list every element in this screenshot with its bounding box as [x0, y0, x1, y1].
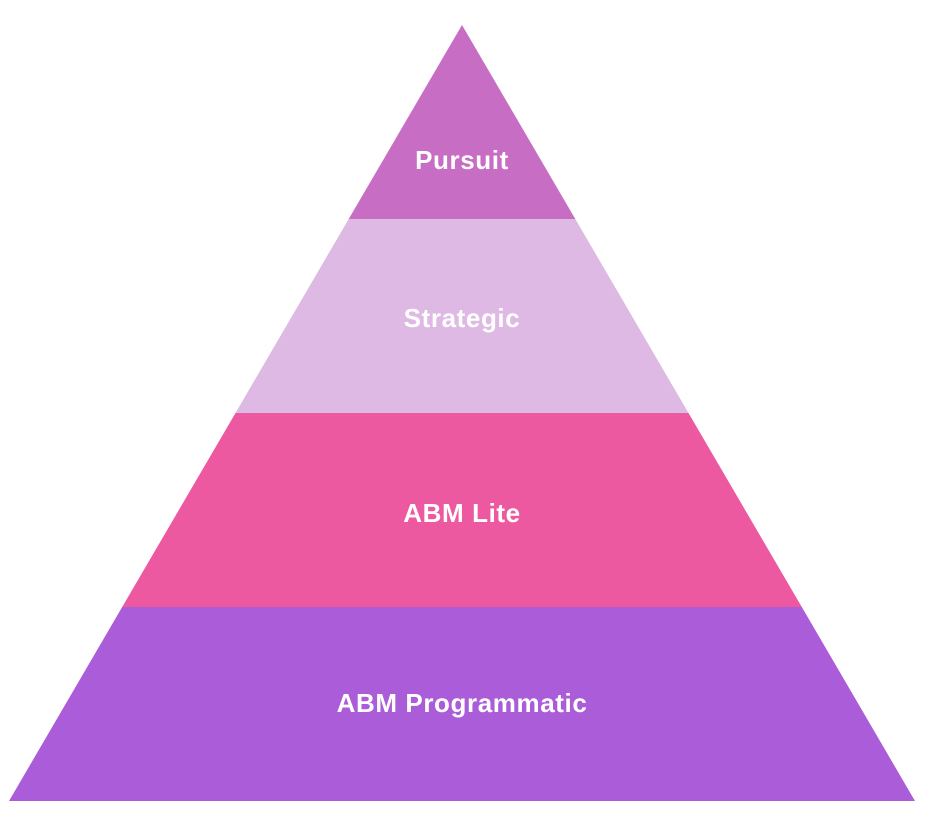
tier-label-pursuit: Pursuit — [415, 145, 509, 175]
tier-label-abm-programmatic: ABM Programmatic — [337, 688, 588, 718]
tier-label-abm-lite: ABM Lite — [403, 498, 520, 528]
tier-label-strategic: Strategic — [404, 303, 521, 333]
pyramid-tier-strategic — [235, 219, 689, 413]
pyramid-tier-abm-lite — [122, 413, 802, 607]
pyramid-tier-pursuit — [348, 25, 576, 219]
pyramid-tier-abm-programmatic — [9, 607, 915, 801]
